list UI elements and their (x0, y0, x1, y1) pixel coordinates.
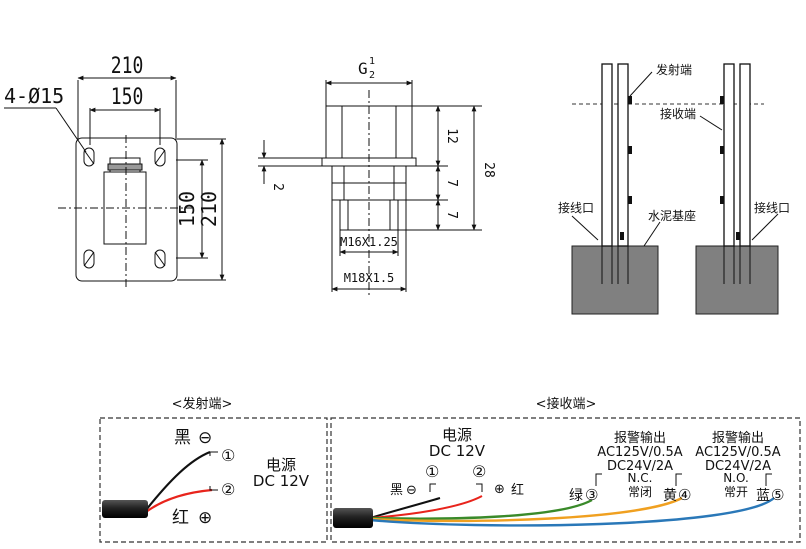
receiver-cable (333, 473, 775, 528)
receiver-black-label: 黑 (390, 483, 403, 498)
install-wire-port-right: 接线口 (754, 200, 790, 215)
receiver-red-label: 红 (511, 482, 524, 498)
receiver-pin5: ⑤ (771, 486, 784, 504)
plate-inner-dim-150: 150 (111, 83, 144, 109)
post-right-b (739, 63, 751, 247)
emitter-minus-symbol: ⊖ (198, 428, 212, 448)
fitting-thread-m18: M18X1.5 (344, 271, 395, 285)
receiver-power-value: DC 12V (429, 442, 486, 460)
green-wire-label: 绿 (569, 488, 583, 504)
alarm2-ac-rating: AC125V/0.5A (695, 445, 781, 460)
plate-hole-spec: 4-Ø15 (4, 84, 64, 108)
receiver-wiring-box (330, 417, 801, 543)
emitter-cable (102, 450, 218, 518)
install-receiver-label: 接收端 (660, 106, 696, 121)
blue-wire-label: 蓝 (756, 488, 770, 504)
receiver-minus-symbol: ⊖ (406, 483, 417, 498)
receiver-pin3: ③ (585, 486, 598, 504)
emitter-wiring-box (99, 417, 328, 543)
alarm1-nc: N.C. (628, 471, 653, 485)
post-left-a (601, 63, 613, 247)
alarm2-dc-rating: DC24V/2A (705, 459, 771, 474)
receiver-pin4: ④ (678, 486, 691, 504)
install-emitter-label: 发射端 (656, 62, 692, 77)
alarm1-nc-cn: 常闭 (628, 485, 652, 499)
alarm2-no-cn: 常开 (724, 485, 748, 499)
alarm1-ac-rating: AC125V/0.5A (597, 445, 683, 460)
emitter-wiring-title: <发射端> (172, 396, 233, 412)
plate-side-dim-150: 150 (175, 191, 199, 227)
fitting-thread-frac-num: 1 (369, 56, 375, 67)
emitter-black-label: 黑 (174, 428, 191, 448)
concrete-base-left (571, 245, 659, 315)
installation-drawing (571, 63, 779, 315)
emitter-plus-symbol: ⊕ (198, 508, 212, 528)
post-right-a (723, 63, 735, 247)
emitter-power-value: DC 12V (253, 472, 310, 490)
fitting-dim-7b: 7 (444, 211, 459, 219)
fitting-thread-g: G (358, 59, 368, 78)
receiver-power-label: 电源 (442, 426, 472, 444)
post-left-b (617, 63, 629, 247)
yellow-wire-label: 黄 (663, 487, 677, 504)
install-concrete-base: 水泥基座 (648, 208, 696, 223)
concrete-base-right (695, 245, 779, 315)
fitting-dim-12: 12 (444, 128, 459, 144)
receiver-wiring-title: <接收端> (536, 396, 597, 412)
plate-top-dim-210: 210 (111, 52, 144, 78)
emitter-pin1: ① (221, 446, 235, 465)
alarm2-no: N.O. (723, 471, 749, 485)
install-wire-port-left: 接线口 (558, 200, 594, 215)
receiver-plus-symbol: ⊕ (494, 482, 505, 497)
pipe-fitting-drawing (258, 80, 482, 296)
emitter-red-label: 红 (172, 508, 189, 528)
fitting-thread-m16: M16X1.25 (340, 235, 398, 249)
alarm1-dc-rating: DC24V/2A (607, 459, 673, 474)
fitting-dim-28: 28 (481, 162, 496, 178)
fitting-dim-7a: 7 (444, 179, 459, 187)
fitting-thread-frac-den: 2 (369, 70, 375, 81)
plate-side-dim-210: 210 (197, 191, 221, 227)
receiver-pin2: ② (472, 462, 486, 481)
mounting-plate-drawing (4, 75, 226, 290)
receiver-pin1: ① (425, 462, 439, 481)
emitter-power-label: 电源 (266, 456, 296, 474)
fitting-dim-2: 2 (270, 183, 285, 191)
emitter-pin2: ② (221, 480, 235, 499)
alarm1-title: 报警输出 (614, 430, 666, 446)
alarm2-title: 报警输出 (712, 430, 764, 446)
